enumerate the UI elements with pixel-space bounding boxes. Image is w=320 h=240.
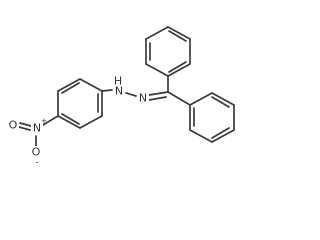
bond	[167, 63, 191, 77]
bond	[189, 92, 213, 106]
nitro-double-bond	[18, 126, 31, 131]
bond	[145, 63, 169, 77]
atom-n-nitro: N +	[31, 117, 47, 135]
atom-label: N	[33, 122, 41, 135]
bond	[211, 129, 235, 143]
double-bond-inner	[61, 82, 80, 94]
imine-double-bond	[148, 91, 169, 96]
atom-label: N	[139, 92, 147, 105]
charge-label: +	[41, 117, 48, 126]
imine-double-bond	[148, 96, 167, 101]
bond	[101, 89, 113, 92]
bond	[167, 26, 191, 40]
bond	[145, 26, 169, 40]
atom-h-amine: H	[113, 75, 123, 88]
double-bond-inner	[168, 61, 187, 73]
bond	[57, 78, 81, 92]
hydrazine-bond	[125, 92, 137, 97]
bond	[167, 91, 191, 106]
molecule-structure: H N N N + O O -	[7, 26, 235, 167]
atom-label: O	[32, 146, 41, 159]
bond	[211, 92, 235, 106]
bond	[79, 78, 103, 92]
atom-label: O	[9, 119, 18, 132]
lower-phenyl-ring	[189, 92, 235, 143]
double-bond-inner	[211, 96, 230, 108]
double-bond-inner	[168, 30, 187, 42]
bond	[189, 129, 213, 143]
nitro-double-bond	[19, 122, 32, 127]
atom-o-bottom: O -	[30, 146, 42, 167]
atom-n-imine: N	[137, 92, 149, 105]
bond	[57, 115, 81, 129]
upper-phenyl-ring	[145, 26, 191, 77]
double-bond-inner	[61, 113, 80, 125]
atom-label: N	[115, 85, 123, 98]
nitrophenyl-ring	[57, 78, 103, 129]
charge-label: -	[36, 158, 39, 167]
bond	[42, 115, 59, 126]
atom-o-left: O	[7, 119, 19, 132]
bond	[79, 115, 103, 129]
double-bond-inner	[211, 127, 230, 139]
atom-n-amine: N	[113, 85, 125, 98]
atom-label: H	[114, 75, 122, 88]
